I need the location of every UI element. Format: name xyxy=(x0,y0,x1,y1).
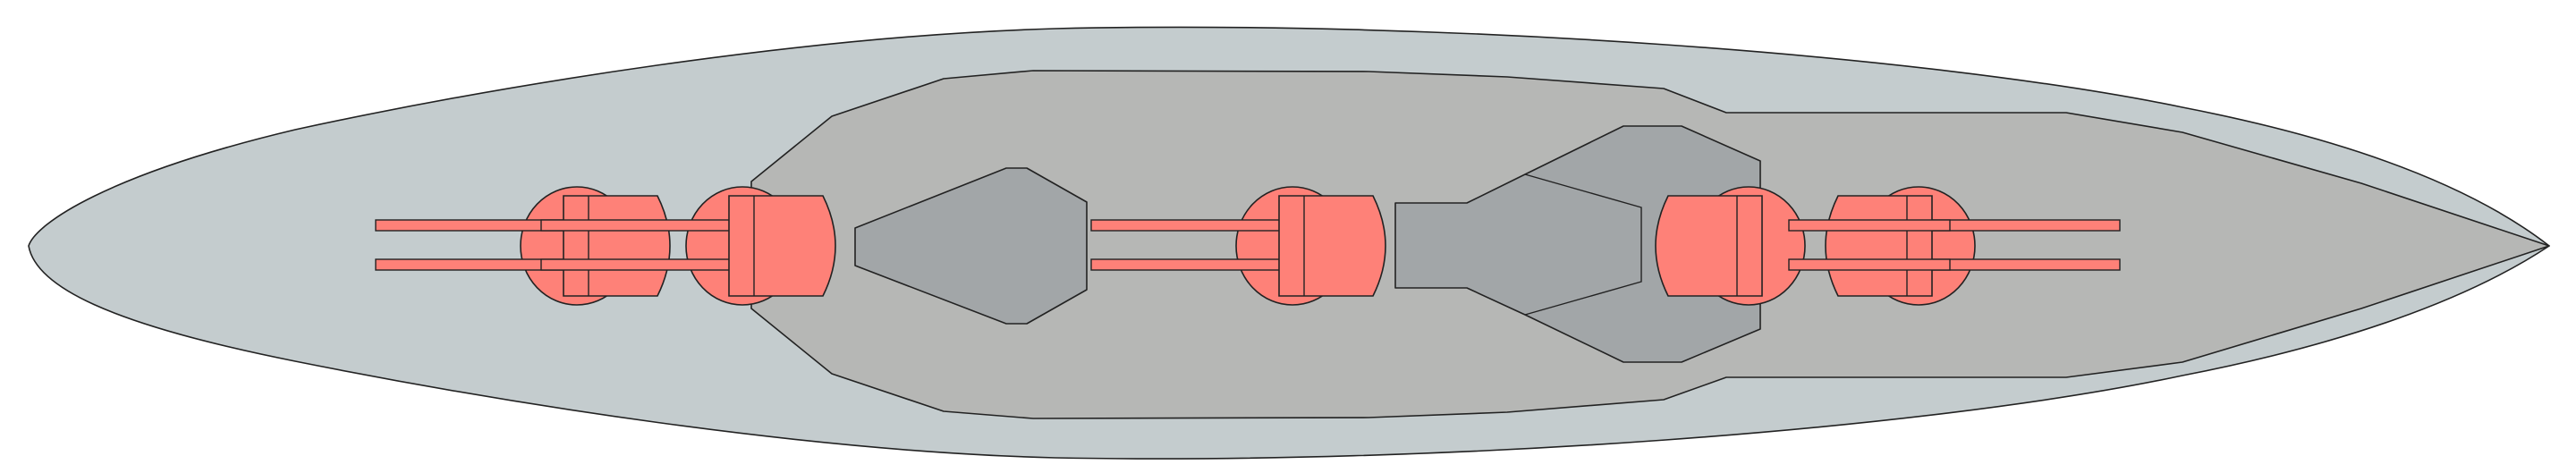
turret-1-house xyxy=(563,195,671,297)
turret-4-gun-barrel-ext-2 xyxy=(1788,258,1951,271)
forward-superstructure xyxy=(854,167,1088,325)
turret-2-gun-barrel-2 xyxy=(540,258,736,271)
turret-group xyxy=(375,186,2121,306)
turret-4-house xyxy=(1655,195,1763,297)
turret-4-gun-barrel-ext-1 xyxy=(1788,219,1951,232)
turret-3-gun-barrel-1 xyxy=(1090,219,1286,232)
turret-5-gun-barrel-2 xyxy=(1925,258,2121,271)
turret-3-gun-barrel-2 xyxy=(1090,258,1286,271)
turret-2 xyxy=(540,186,836,306)
turret-5-gun-barrel-1 xyxy=(1925,219,2121,232)
turret-1 xyxy=(375,186,671,306)
turret-2-house xyxy=(728,195,836,297)
turret-5-house xyxy=(1825,195,1933,297)
turret-2-gun-barrel-1 xyxy=(540,219,736,232)
aft-superstructure-detail-upper xyxy=(1524,173,1642,316)
turret-4 xyxy=(1655,186,1806,306)
turret-3-house xyxy=(1278,195,1386,297)
turret-3 xyxy=(1090,186,1386,306)
